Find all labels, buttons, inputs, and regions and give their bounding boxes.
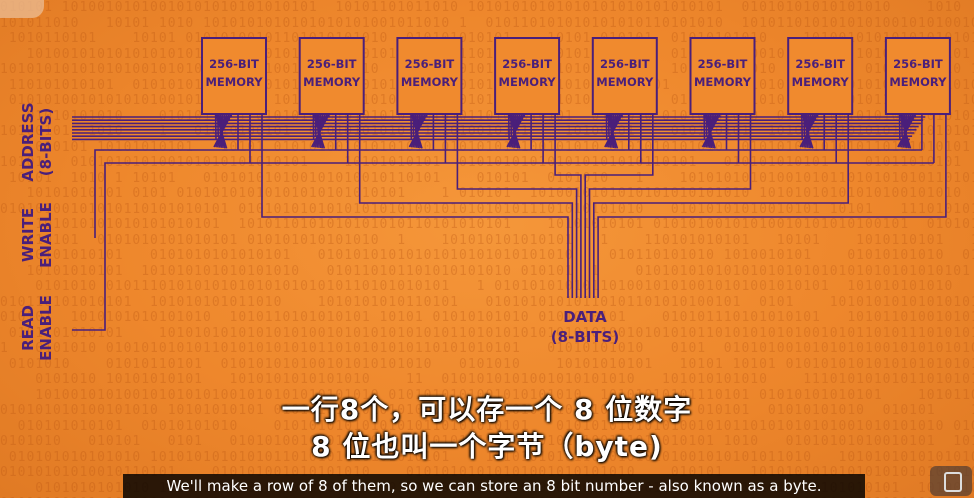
data-label: DATA	[563, 308, 607, 326]
address-fan	[215, 113, 228, 149]
read-enable-line	[72, 162, 934, 331]
memory-box	[884, 37, 951, 115]
address-fan	[410, 113, 423, 149]
memory-box	[494, 37, 561, 115]
read-enable-label-text: READ	[19, 305, 37, 351]
address-fan	[508, 113, 521, 149]
memory-box	[689, 37, 756, 115]
memory-label: MEMORY	[889, 75, 947, 89]
write-enable-label-text: WRITE	[19, 208, 37, 262]
subtitle-en: We'll make a row of 8 of them, so we can…	[123, 474, 865, 498]
logo-icon	[0, 0, 44, 18]
data-line	[592, 114, 850, 298]
memory-box	[201, 37, 267, 115]
memory-box	[298, 37, 365, 115]
memory-box	[787, 37, 854, 115]
memory-box	[396, 37, 463, 115]
fullscreen-icon[interactable]	[930, 466, 972, 496]
address-label-text: ADDRESS	[19, 102, 37, 181]
subtitle-cn-line2: 8 位也叫一个字节（byte)	[311, 430, 663, 463]
memory-label: 256-BIT	[405, 57, 455, 71]
data-line	[584, 114, 654, 298]
memory-label: MEMORY	[401, 75, 459, 89]
data-line	[597, 114, 947, 298]
data-line	[358, 114, 574, 298]
address-fan	[606, 113, 619, 149]
memory-label: 256-BIT	[600, 57, 650, 71]
subtitle-cn-line1: 一行8个，可以存一个 8 位数字	[281, 393, 693, 426]
memory-label: 256-BIT	[502, 57, 552, 71]
memory-label: MEMORY	[205, 75, 263, 89]
address-fan	[703, 113, 716, 149]
data-line	[588, 114, 752, 298]
write-enable-line	[94, 149, 922, 238]
data-line	[554, 114, 582, 298]
memory-box	[591, 37, 658, 115]
data-label: (8-BITS)	[551, 328, 619, 346]
memory-label: 256-BIT	[307, 57, 357, 71]
memory-label: MEMORY	[303, 75, 361, 89]
address-label: ADDRESS(8-BITS)	[19, 102, 55, 181]
read-enable-label-text: ENABLE	[37, 295, 55, 361]
memory-label: MEMORY	[499, 75, 557, 89]
address-fan	[312, 113, 326, 149]
memory-label: 256-BIT	[795, 57, 845, 71]
memory-label: MEMORY	[694, 75, 752, 89]
data-line	[261, 114, 569, 298]
memory-label: 256-BIT	[698, 57, 748, 71]
write-enable-label-text: ENABLE	[37, 202, 55, 268]
data-line	[456, 114, 578, 298]
memory-label: 256-BIT	[209, 57, 259, 71]
address-fan	[899, 113, 912, 149]
address-fan	[801, 113, 814, 149]
memory-label: MEMORY	[596, 75, 654, 89]
memory-label: 256-BIT	[893, 57, 943, 71]
memory-label: MEMORY	[792, 75, 850, 89]
address-label-text: (8-BITS)	[37, 108, 55, 176]
